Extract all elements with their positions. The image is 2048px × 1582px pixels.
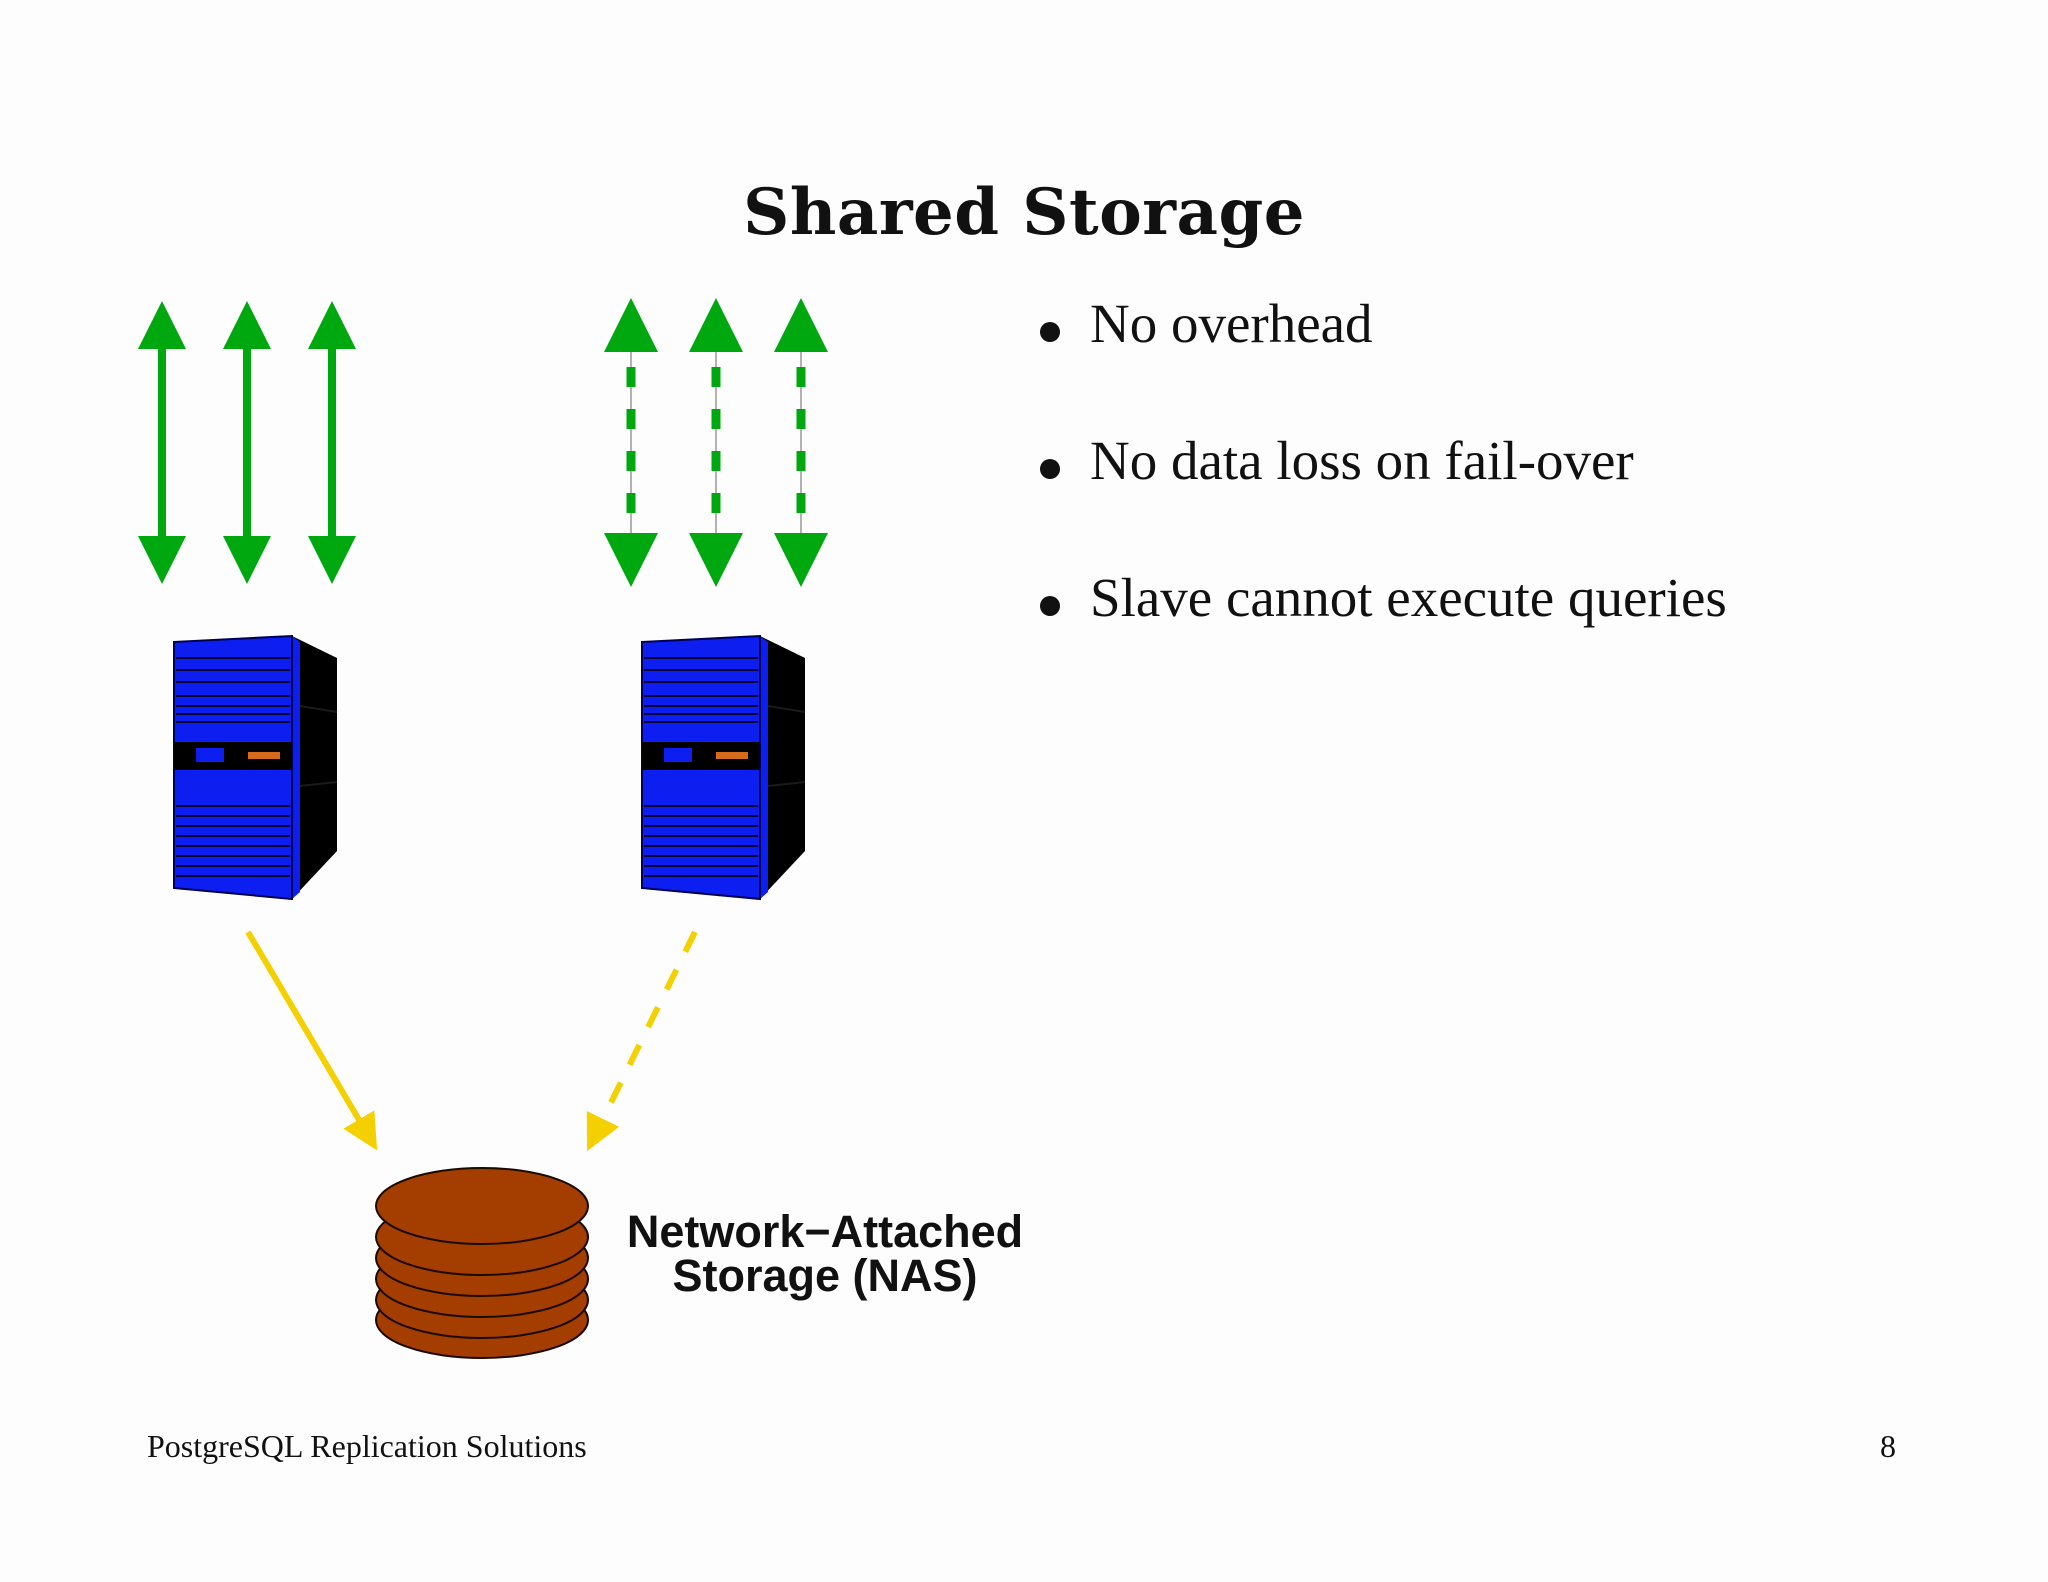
storage-arrow-dashed [586,930,698,1152]
nas-label-line2: Storage (NAS) [672,1250,978,1301]
master-client-arrows [138,301,356,584]
footer-title: PostgreSQL Replication Solutions [147,1428,587,1464]
bullet-dot [1040,459,1060,479]
storage-arrow-solid [245,930,378,1151]
server-icon [173,634,338,901]
bullet-text: No overhead [1090,293,1373,354]
nas-label-line1: Network−Attached [626,1206,1024,1257]
slide-title: Shared Storage [743,175,1305,250]
page-number: 8 [1880,1428,1896,1464]
server-icon [641,634,806,901]
bullet-dot [1040,322,1060,342]
slave-client-arrows [604,298,828,587]
bullet-text: No data loss on fail-over [1090,430,1634,491]
nas-label: Network−Attached Storage (NAS) [600,1206,1050,1301]
bullet-text: Slave cannot execute queries [1090,567,1727,628]
disk-stack-icon [375,1167,589,1359]
bullet-dot [1040,596,1060,616]
